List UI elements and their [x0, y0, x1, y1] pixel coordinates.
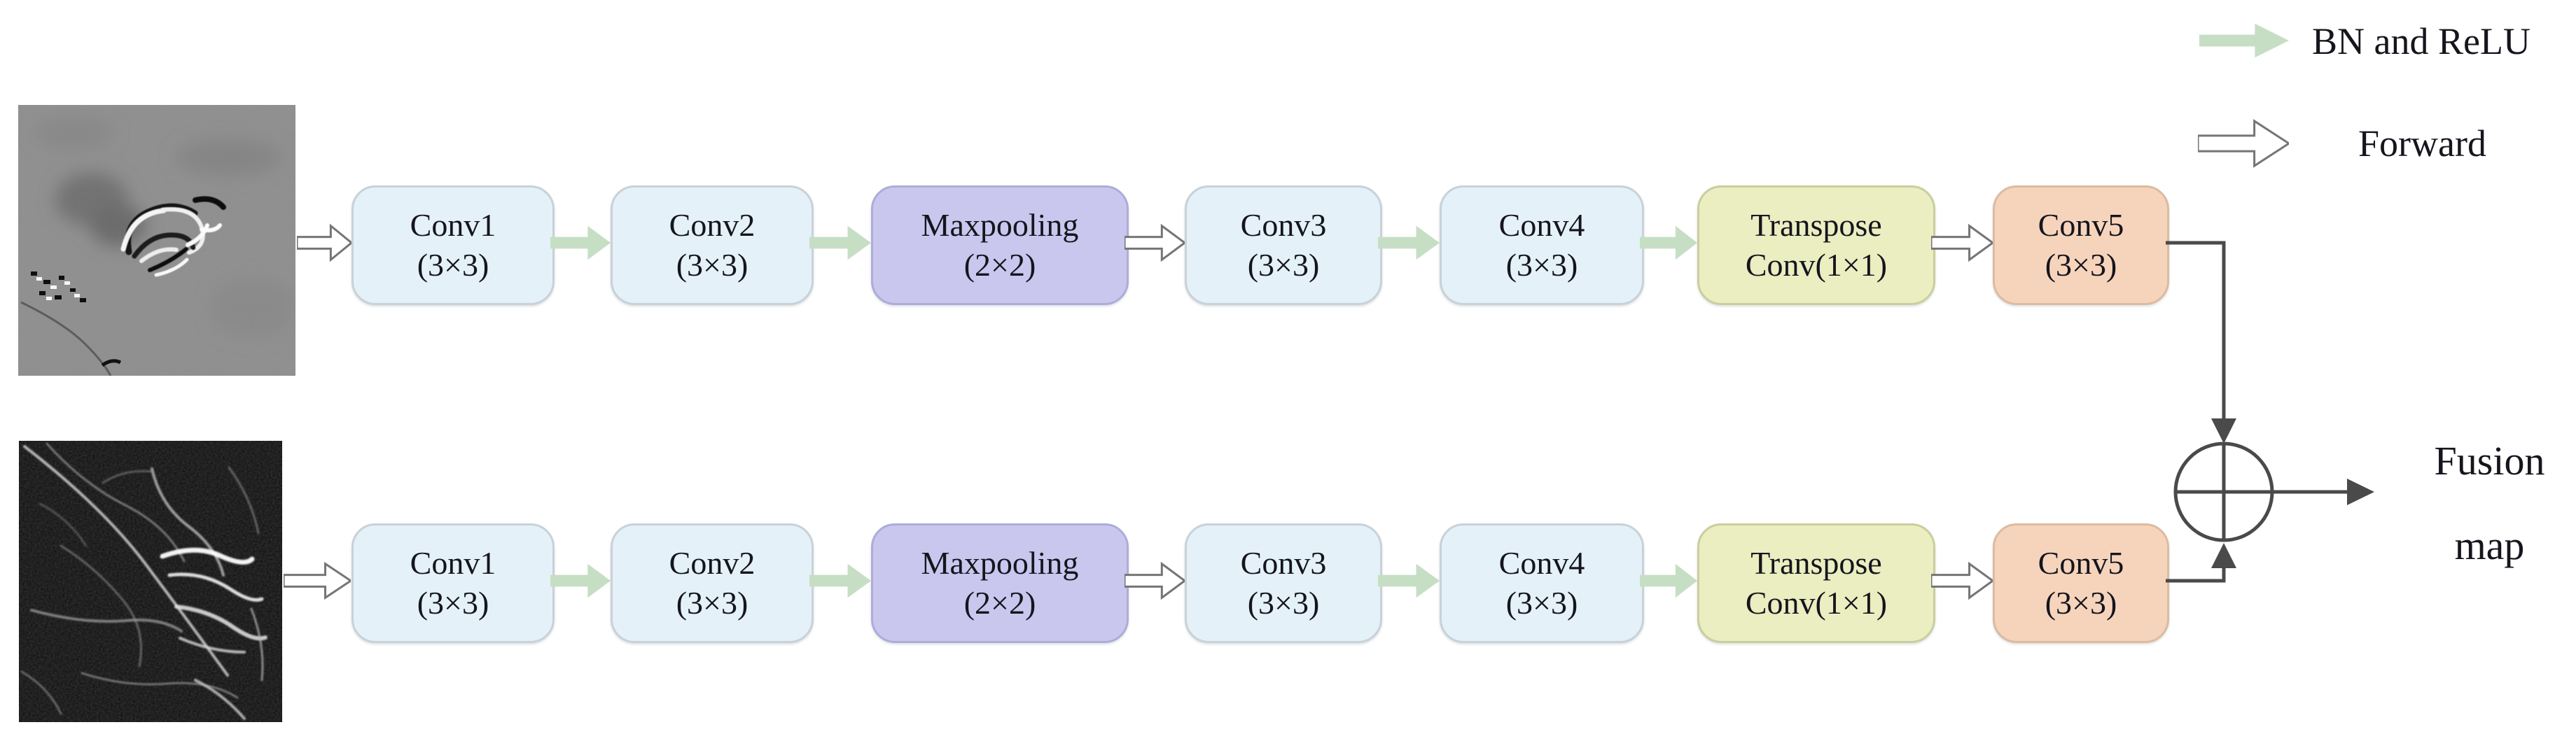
bn-relu-arrow-icon — [809, 561, 871, 600]
block-title: Transpose — [1750, 545, 1882, 581]
block-maxpooling-bottom: Maxpooling (2×2) — [871, 523, 1129, 643]
block-kernel: (3×3) — [676, 584, 749, 621]
block-kernel: (3×3) — [1505, 584, 1578, 621]
block-kernel: (2×2) — [963, 584, 1036, 621]
forward-arrow-icon — [1931, 561, 1993, 600]
block-title: Conv1 — [410, 207, 496, 244]
block-kernel: (3×3) — [1247, 246, 1320, 283]
block-title: Conv2 — [669, 545, 756, 581]
fusion-label-line2: map — [2454, 523, 2525, 568]
block-maxpooling-top: Maxpooling (2×2) — [871, 185, 1129, 305]
block-title: Maxpooling — [921, 207, 1079, 244]
bn-relu-arrow-icon — [1640, 223, 1697, 262]
bn-relu-arrow-icon — [2199, 21, 2289, 60]
block-title: Conv1 — [410, 545, 496, 581]
legend-label-forward: Forward — [2358, 122, 2486, 164]
block-conv5-bottom: Conv5 (3×3) — [1993, 523, 2169, 643]
block-title: Conv3 — [1240, 207, 1327, 244]
block-kernel: Conv(1×1) — [1745, 584, 1888, 621]
block-conv2-bottom: Conv2 (3×3) — [611, 523, 814, 643]
block-title: Conv5 — [2038, 207, 2124, 244]
block-transpose-conv-top: Transpose Conv(1×1) — [1697, 185, 1935, 305]
block-kernel: (3×3) — [1505, 246, 1578, 283]
block-kernel: (3×3) — [2045, 246, 2117, 283]
input-image-bottom — [19, 441, 282, 722]
fusion-map-label: Fusion map — [2403, 418, 2576, 588]
block-title: Conv5 — [2038, 545, 2124, 581]
block-conv2-top: Conv2 (3×3) — [611, 185, 814, 305]
block-conv4-top: Conv4 (3×3) — [1440, 185, 1644, 305]
forward-arrow-icon — [2198, 118, 2289, 169]
arrowhead-up-icon — [2211, 543, 2236, 568]
block-kernel: Conv(1×1) — [1745, 246, 1888, 283]
block-kernel: (3×3) — [1247, 584, 1320, 621]
forward-arrow-icon — [284, 561, 351, 600]
arrowhead-down-icon — [2211, 418, 2236, 444]
block-conv1-top: Conv1 (3×3) — [351, 185, 555, 305]
block-title: Transpose — [1750, 207, 1882, 244]
block-kernel: (3×3) — [417, 246, 489, 283]
forward-arrow-icon — [1125, 223, 1185, 262]
bn-relu-arrow-icon — [1378, 561, 1440, 600]
block-title: Conv4 — [1498, 545, 1585, 581]
top-branch-elbow-line — [2166, 241, 2226, 418]
bn-relu-arrow-icon — [809, 223, 871, 262]
bn-relu-arrow-icon — [1640, 561, 1697, 600]
block-kernel: (2×2) — [963, 246, 1036, 283]
bn-relu-arrow-icon — [550, 561, 611, 600]
block-title: Maxpooling — [921, 545, 1079, 581]
arrowhead-right-icon — [2347, 479, 2374, 505]
forward-arrow-icon — [297, 223, 351, 262]
forward-arrow-icon — [1931, 223, 1993, 262]
block-conv1-bottom: Conv1 (3×3) — [351, 523, 555, 643]
legend-label-bn-relu: BN and ReLU — [2312, 20, 2530, 62]
bn-relu-arrow-icon — [1378, 223, 1440, 262]
bottom-branch-elbow-line — [2166, 568, 2226, 583]
block-conv3-top: Conv3 (3×3) — [1185, 185, 1382, 305]
block-conv3-bottom: Conv3 (3×3) — [1185, 523, 1382, 643]
forward-arrow-icon — [1125, 561, 1185, 600]
block-conv5-top: Conv5 (3×3) — [1993, 185, 2169, 305]
fusion-connector-graphic — [2166, 241, 2374, 583]
fusion-label-line1: Fusion — [2434, 438, 2545, 484]
block-title: Conv3 — [1240, 545, 1327, 581]
block-title: Conv2 — [669, 207, 756, 244]
block-conv4-bottom: Conv4 (3×3) — [1440, 523, 1644, 643]
block-transpose-conv-bottom: Transpose Conv(1×1) — [1697, 523, 1935, 643]
block-title: Conv4 — [1498, 207, 1585, 244]
block-kernel: (3×3) — [417, 584, 489, 621]
block-kernel: (3×3) — [2045, 584, 2117, 621]
block-kernel: (3×3) — [676, 246, 749, 283]
bn-relu-arrow-icon — [550, 223, 611, 262]
input-image-top — [18, 105, 295, 376]
